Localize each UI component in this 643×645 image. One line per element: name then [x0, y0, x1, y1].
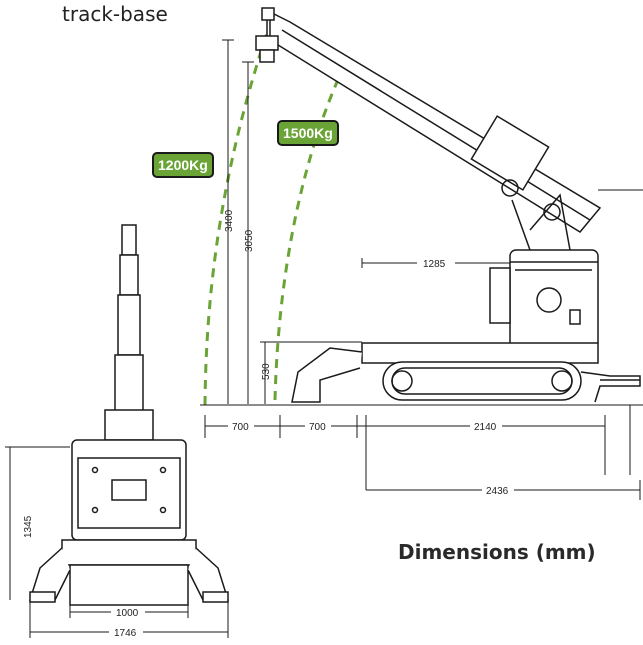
dimension-lines [204, 39, 643, 500]
dim-3400: 3400 [224, 209, 235, 232]
track [382, 361, 582, 401]
front-dimension-labels: 1345 1000 1746 [23, 515, 145, 639]
dim-1285: 1285 [423, 259, 446, 270]
hook-block [255, 7, 279, 63]
dim-1746: 1746 [114, 628, 137, 639]
front-view-crane [28, 224, 230, 606]
load-badge-1500kg: 1500Kg [277, 120, 339, 146]
dim-1000: 1000 [116, 608, 139, 619]
dim-2140: 2140 [474, 422, 497, 433]
dimension-labels: 1285 3400 3050 530 700 700 2140 2436 [224, 209, 514, 497]
side-view-crane [255, 7, 641, 403]
envelope-1500kg-curve [273, 63, 347, 401]
dimensions-caption: Dimensions (mm) [398, 540, 596, 564]
header-title: track-base [62, 2, 168, 26]
load-badge-1200kg: 1200Kg [152, 152, 214, 178]
dim-700-right: 700 [309, 422, 326, 433]
dim-530: 530 [261, 363, 272, 380]
envelope-1200kg-curve [203, 29, 270, 406]
dim-2436: 2436 [486, 486, 509, 497]
dim-1345: 1345 [23, 515, 34, 538]
dim-3050: 3050 [244, 229, 255, 252]
dim-700-left: 700 [232, 422, 249, 433]
